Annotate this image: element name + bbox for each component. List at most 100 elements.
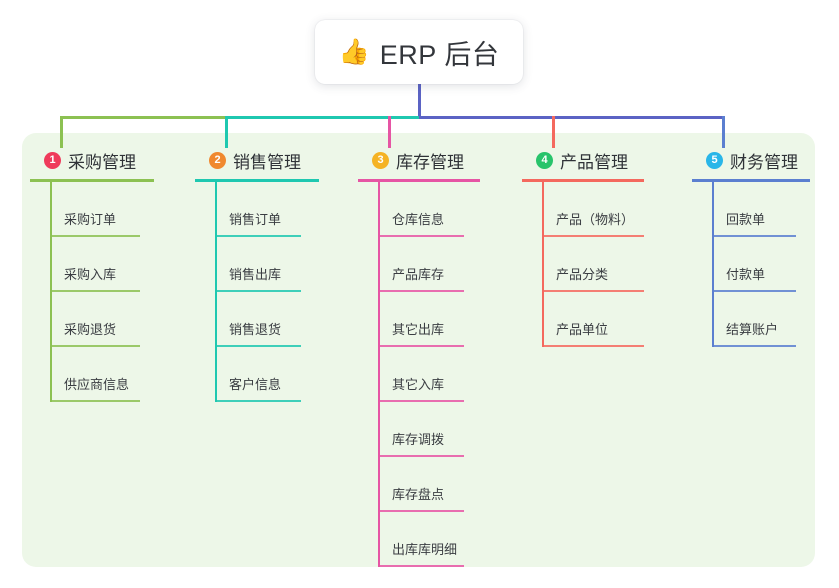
branch-item-underline [380,510,464,512]
connector-drop-2 [225,116,228,148]
branch-item-underline [380,345,464,347]
branch-item-label: 采购订单 [64,212,117,227]
branch-underline [30,179,154,182]
branch-underline [522,179,644,182]
branch-items: 仓库信息产品库存其它出库其它入库库存调拨库存盘点出库库明细 [358,182,510,567]
branch-item-label: 产品单位 [556,322,609,337]
branch-number-badge: 4 [536,151,553,169]
branch-item[interactable]: 采购退货 [50,292,182,347]
branch-item-label: 结算账户 [726,322,779,337]
branch-item-underline [380,455,464,457]
branch-item-label: 销售出库 [229,267,282,282]
branch-item-underline [217,400,301,402]
branch-column-1: 1 采购管理采购订单采购入库采购退货供应商信息 [30,148,182,402]
connector-drop-4 [552,116,555,148]
branch-item[interactable]: 库存盘点 [378,457,510,512]
branch-item[interactable]: 销售订单 [215,182,347,237]
branch-header-1[interactable]: 1 采购管理 [30,148,182,172]
branch-item-label: 库存调拨 [392,432,445,447]
connector-bar-segment-1 [60,116,225,119]
branch-item-underline [217,235,301,237]
branch-item[interactable]: 其它入库 [378,347,510,402]
branch-item[interactable]: 出库库明细 [378,512,510,567]
branch-header-4[interactable]: 4 产品管理 [522,148,674,172]
branch-item[interactable]: 销售退货 [215,292,347,347]
connector-drop-1 [60,116,63,148]
branch-header-3[interactable]: 3 库存管理 [358,148,510,172]
branch-number-badge: 3 [372,151,389,169]
branch-item-label: 仓库信息 [392,212,445,227]
branch-item-label: 产品分类 [556,267,609,282]
branch-spine [378,182,380,567]
branch-item[interactable]: 产品分类 [542,237,674,292]
branch-item[interactable]: 产品单位 [542,292,674,347]
branch-item-label: 回款单 [726,212,766,227]
branch-item-label: 付款单 [726,267,766,282]
branch-item[interactable]: 采购入库 [50,237,182,292]
connector-drop-3 [388,116,391,148]
branch-underline [692,179,810,182]
branch-item[interactable]: 付款单 [712,237,832,292]
branch-item-underline [52,235,140,237]
branch-underline [195,179,319,182]
branch-item-label: 采购入库 [64,267,117,282]
branch-spine [50,182,52,402]
branch-items: 回款单付款单结算账户 [692,182,832,347]
branch-item-label: 销售退货 [229,322,282,337]
branch-number-badge: 1 [44,151,61,169]
branch-item[interactable]: 回款单 [712,182,832,237]
branch-item-underline [52,345,140,347]
branch-item-label: 供应商信息 [64,377,130,392]
branch-underline [358,179,480,182]
branch-number-badge: 2 [209,151,226,169]
branch-title: 采购管理 [68,152,136,172]
branch-title: 财务管理 [730,152,798,172]
connector-trunk [418,84,421,119]
branch-item[interactable]: 结算账户 [712,292,832,347]
branch-item[interactable]: 仓库信息 [378,182,510,237]
branch-item[interactable]: 产品库存 [378,237,510,292]
branch-item-underline [544,290,644,292]
branch-item-underline [380,235,464,237]
branch-title: 产品管理 [560,152,628,172]
branch-item-underline [52,400,140,402]
branch-item-label: 产品库存 [392,267,445,282]
branch-spine [542,182,544,347]
branch-item[interactable]: 销售出库 [215,237,347,292]
branch-items: 采购订单采购入库采购退货供应商信息 [30,182,182,402]
branch-spine [215,182,217,402]
branch-item[interactable]: 客户信息 [215,347,347,402]
branch-item-underline [544,235,644,237]
branch-column-4: 4 产品管理产品（物料） 产品分类产品单位 [522,148,674,347]
branch-item-underline [714,235,796,237]
branch-item[interactable]: 产品（物料） [542,182,674,237]
root-node[interactable]: 👍 ERP 后台 [315,20,523,84]
branch-item[interactable]: 采购订单 [50,182,182,237]
branch-item-label: 采购退货 [64,322,117,337]
branch-item-label: 产品（物料） [556,212,635,227]
branch-header-5[interactable]: 5 财务管理 [692,148,832,172]
branch-title: 库存管理 [396,152,464,172]
branch-item-label: 客户信息 [229,377,282,392]
branch-item[interactable]: 供应商信息 [50,347,182,402]
connector-bar-segment-2 [225,116,419,119]
branch-item-underline [714,345,796,347]
branch-item-label: 其它入库 [392,377,445,392]
branch-item[interactable]: 库存调拨 [378,402,510,457]
branch-item[interactable]: 其它出库 [378,292,510,347]
thumbs-up-icon: 👍 [338,37,370,66]
branch-item-underline [52,290,140,292]
connector-bar-segment-3 [419,116,722,119]
branch-items: 产品（物料） 产品分类产品单位 [522,182,674,347]
branch-item-underline [217,290,301,292]
branch-item-underline [380,400,464,402]
connector-drop-5 [722,116,725,148]
branches-panel [22,133,815,567]
branch-spine [712,182,714,347]
branch-number-badge: 5 [706,151,723,169]
branch-item-underline [380,290,464,292]
branch-item-label: 出库库明细 [392,542,458,557]
